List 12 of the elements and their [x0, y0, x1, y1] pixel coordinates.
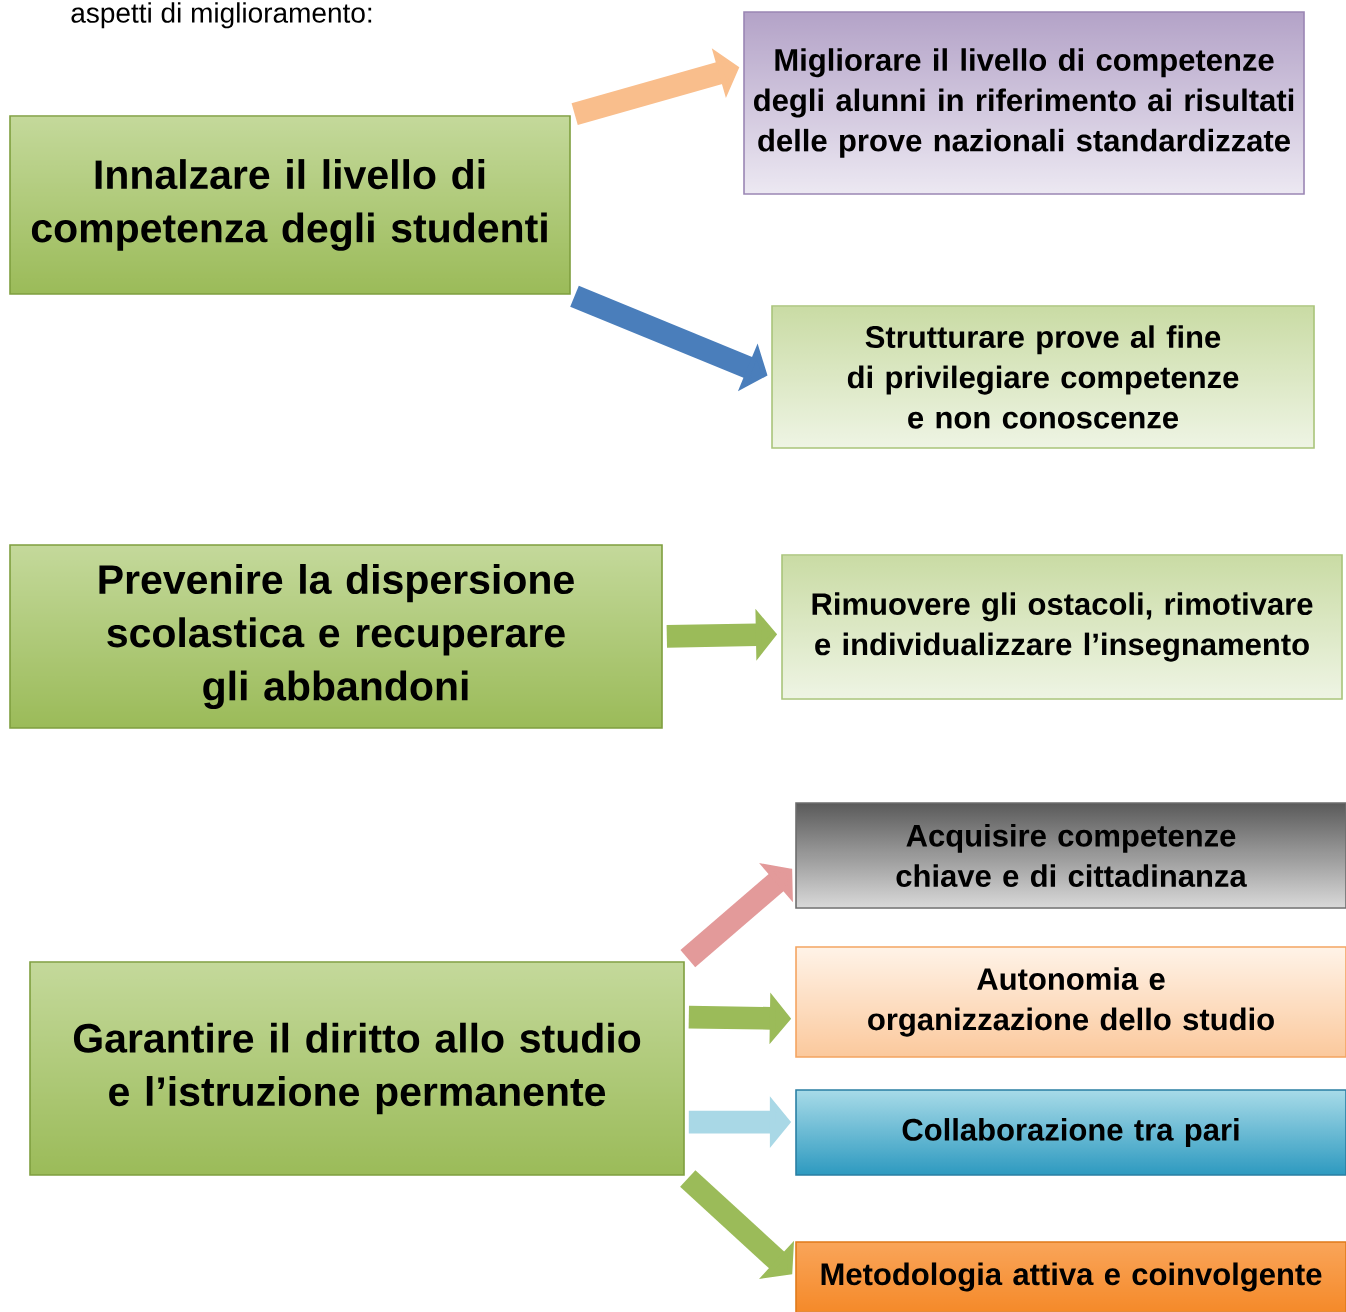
action-box: Metodologia attiva e coinvolgente: [795, 1241, 1346, 1312]
goal-box: Prevenire la dispersione scolastica e recuperare gli abbandoni: [9, 544, 663, 729]
action-box: Autonomia e organizzazione dello studio: [795, 946, 1346, 1058]
action-box: Collaborazione tra pari: [795, 1089, 1346, 1176]
goal-box: Garantire il diritto allo studio e l’istruzione permanente: [29, 961, 685, 1176]
action-box: Strutturare prove al fine di privilegiare competenze e non conoscenze: [771, 305, 1315, 449]
block-arrow: [680, 863, 793, 968]
action-box: Acquisire competenze chiave e di cittadinanza: [795, 802, 1346, 909]
action-box: Rimuovere gli ostacoli, rimotivare e individualizzare l’insegnamento: [781, 554, 1343, 700]
action-box: Migliorare il livello di competenze degli alunni in riferimento ai risultati delle prove nazionali standardizzate: [743, 11, 1305, 195]
intro-text: aspetti di miglioramento:: [71, 2, 372, 29]
goal-box: Innalzare il livello di competenza degli studenti: [9, 115, 571, 295]
